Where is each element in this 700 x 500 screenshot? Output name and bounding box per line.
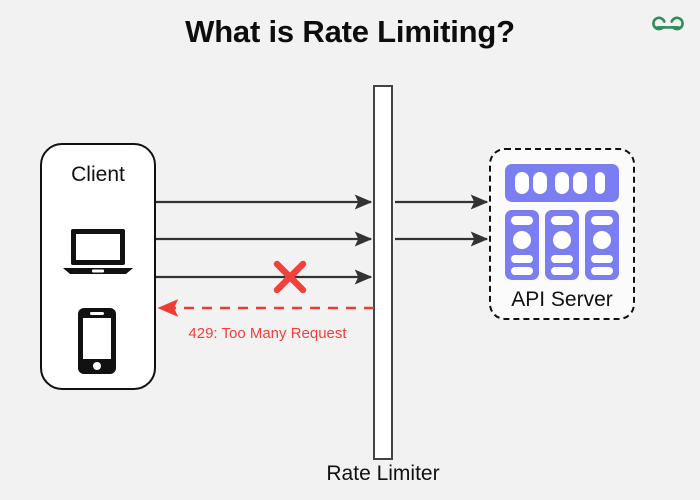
client-label: Client xyxy=(71,163,125,186)
laptop-icon xyxy=(62,227,134,277)
page-title: What is Rate Limiting? xyxy=(185,14,515,49)
geeksforgeeks-logo-icon xyxy=(650,10,686,40)
server-rack-icon xyxy=(503,162,621,282)
rate-limiter-label: Rate Limiter xyxy=(326,462,440,485)
red-x-icon xyxy=(273,260,307,294)
rate-limiter-node xyxy=(373,85,393,460)
mobile-phone-icon xyxy=(76,307,118,375)
api-server-label: API Server xyxy=(511,288,613,311)
rejection-response-label: 429: Too Many Request xyxy=(188,325,347,342)
